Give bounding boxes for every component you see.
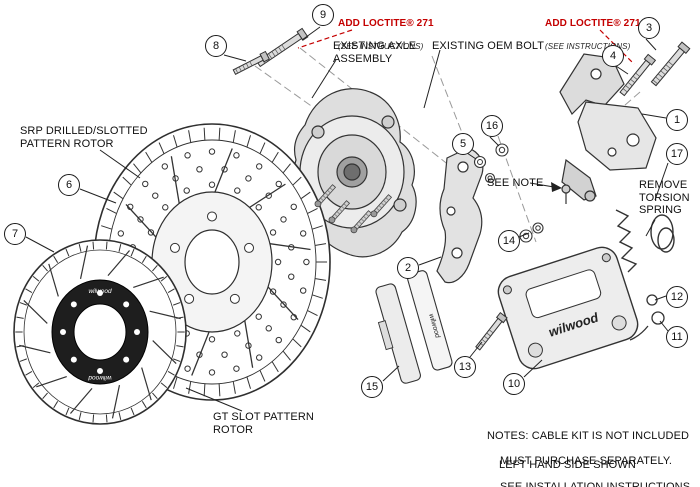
- label-srp-rotor: SRP DRILLED/SLOTTED PATTERN ROTOR: [20, 125, 148, 150]
- label-gt-rotor: GT SLOT PATTERN ROTOR: [213, 411, 314, 436]
- wilwood-logo-rotor-bottom: wilwood: [88, 374, 112, 381]
- retaining-clips: [629, 294, 665, 341]
- notes-line-1: NOTES: CABLE KIT IS NOT INCLUDED: [487, 429, 690, 442]
- loctite-right-sub: (SEE INSTRUCTIONS): [545, 42, 631, 52]
- callout-8: 8: [205, 35, 227, 57]
- label-remove-torsion-spring: REMOVE TORSION SPRING: [639, 179, 690, 217]
- srp-drilled-rotor: [93, 123, 331, 401]
- notes-line-3: SEE INSTALLATION INSTRUCTIONS: [500, 480, 691, 487]
- callout-4: 4: [602, 45, 624, 67]
- callout-leader-lines: [25, 26, 669, 412]
- caliper: wilwood: [497, 246, 639, 370]
- callout-15: 15: [361, 376, 383, 398]
- axle-hub-assembly: [292, 88, 417, 258]
- brake-pads: wilwood: [375, 270, 453, 384]
- callout-17: 17: [666, 143, 688, 165]
- callout-14: 14: [498, 230, 520, 252]
- label-existing-oem-bolt: EXISTING OEM BOLT: [432, 40, 545, 52]
- hardware-layer: [232, 27, 691, 351]
- notes-line-2: MUST PURCHASE SEPARATELY.: [500, 455, 673, 468]
- torsion-spring: [615, 209, 675, 273]
- caliper-bracket: [436, 147, 484, 284]
- loctite-left-title: ADD LOCTITE® 271: [338, 17, 434, 29]
- label-add-loctite-right: ADD LOCTITE® 271 (SEE INSTRUCTIONS): [545, 5, 641, 64]
- label-existing-axle-assembly: EXISTING AXLE ASSEMBLY: [333, 40, 417, 65]
- label-add-loctite-left: ADD LOCTITE® 271 (SEE INSTRUCTIONS): [338, 5, 434, 64]
- callout-13: 13: [454, 356, 476, 378]
- loctite-right-title: ADD LOCTITE® 271: [545, 17, 641, 29]
- callout-5: 5: [452, 133, 474, 155]
- callout-7: 7: [4, 223, 26, 245]
- callout-16: 16: [481, 115, 503, 137]
- callout-1: 1: [666, 109, 688, 131]
- gt-slot-rotor: wilwood wilwood: [13, 239, 187, 425]
- callout-9: 9: [312, 4, 334, 26]
- see-note-arrow: [529, 182, 562, 192]
- callout-3: 3: [638, 17, 660, 39]
- callout-6: 6: [58, 174, 80, 196]
- mounting-bracket: [559, 53, 657, 204]
- callout-2: 2: [397, 257, 419, 279]
- notes-block: NOTES: CABLE KIT IS NOT INCLUDED MUST PU…: [487, 417, 690, 487]
- callout-11: 11: [666, 326, 688, 348]
- label-left-hand-side: LEFT HAND SIDE SHOWN: [499, 459, 636, 471]
- wilwood-logo-rotor-top: wilwood: [88, 288, 112, 295]
- callout-12: 12: [666, 286, 688, 308]
- loctite-left-sub: (SEE INSTRUCTIONS): [338, 42, 424, 52]
- label-see-note: SEE NOTE: [487, 177, 544, 189]
- callout-10: 10: [503, 373, 525, 395]
